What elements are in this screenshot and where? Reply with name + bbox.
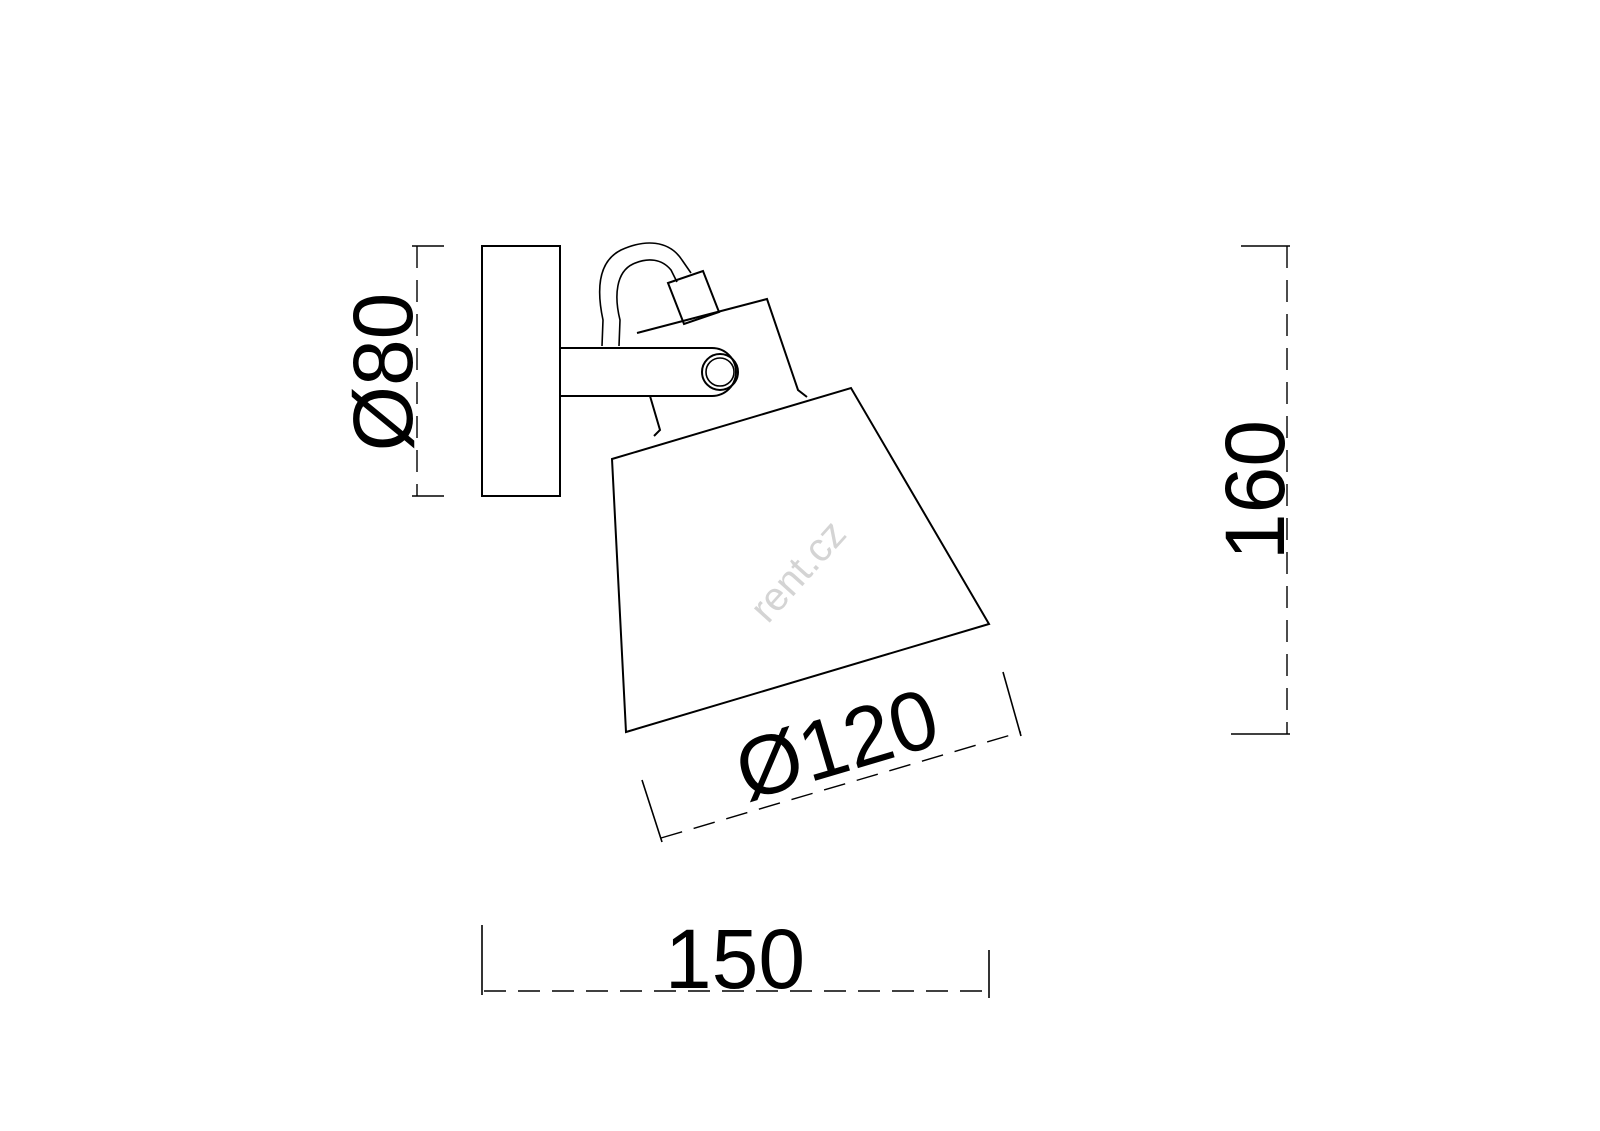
dimension-height: 160 bbox=[1208, 245, 1302, 735]
dimension-canopy: Ø80 bbox=[336, 245, 444, 497]
dimension-canopy-label: Ø80 bbox=[336, 293, 430, 452]
pivot-knob-outer bbox=[701, 353, 739, 391]
dimension-height-label: 160 bbox=[1208, 420, 1302, 560]
dimension-shade: Ø120 bbox=[641, 670, 1022, 843]
lamp-shade bbox=[610, 386, 991, 734]
watermark-text: rent.cz bbox=[742, 512, 855, 631]
dimension-depth-label: 150 bbox=[665, 912, 805, 1006]
wall-canopy bbox=[481, 245, 561, 497]
lamp-holder-lower bbox=[649, 395, 662, 437]
dimension-depth: 150 bbox=[481, 912, 990, 1006]
lamp-arm bbox=[560, 347, 737, 397]
lamp-outline bbox=[481, 242, 991, 734]
lamp-holder bbox=[636, 297, 808, 398]
power-cable-inner bbox=[616, 259, 678, 347]
pivot-knob-inner bbox=[705, 357, 735, 387]
power-cable bbox=[598, 242, 692, 347]
